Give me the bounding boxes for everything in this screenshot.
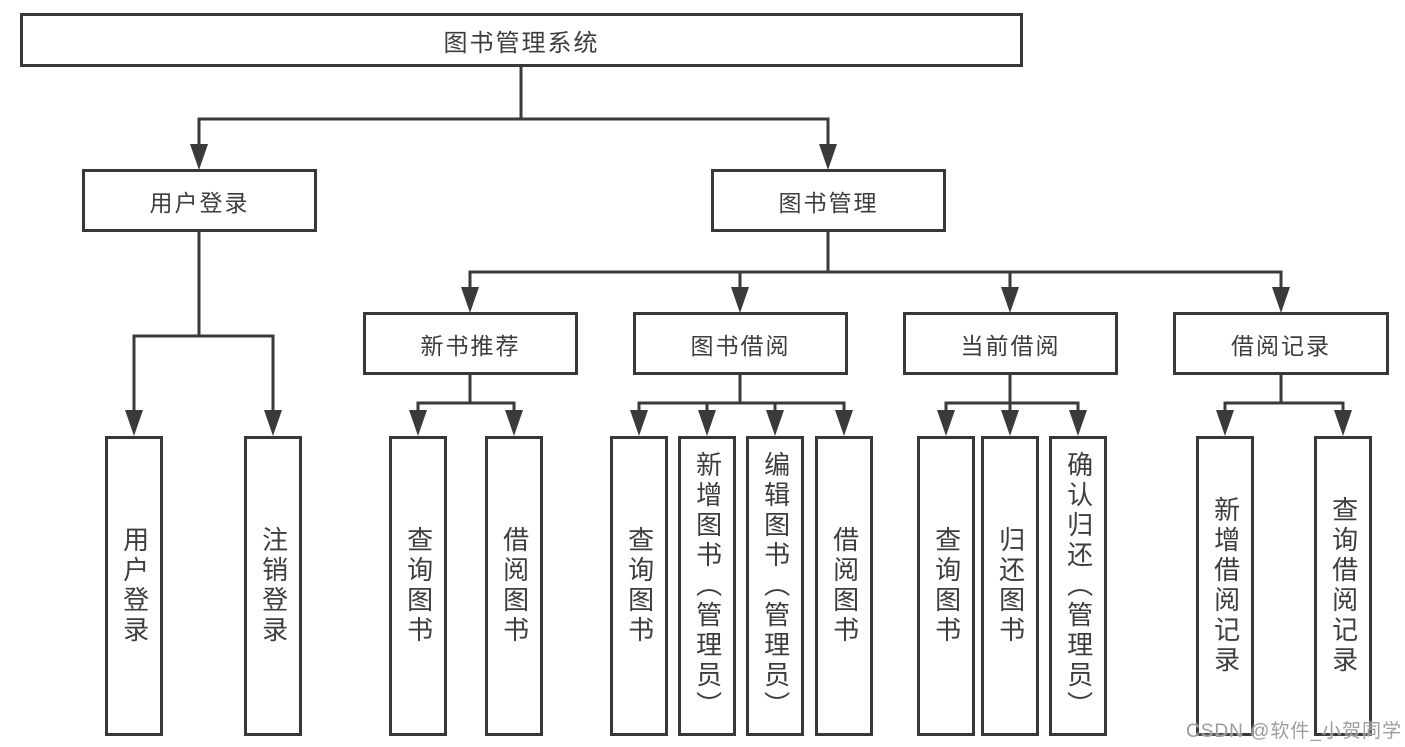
leaf-newbook-borrow-label: 借阅图书	[499, 526, 530, 646]
node-borrow-records-label: 借阅记录	[1231, 332, 1331, 359]
edges-root-children	[190, 62, 837, 170]
leaf-borrow-query: 查询图书	[610, 436, 668, 736]
edges-current-borrow-children	[937, 372, 1087, 436]
leaf-user-login-label: 用户登录	[119, 526, 150, 646]
node-book-borrow: 图书借阅	[633, 312, 848, 375]
leaf-user-login: 用户登录	[105, 436, 163, 736]
node-root: 图书管理系统	[20, 13, 1023, 67]
leaf-borrow-edit: 编辑图书（管理员）	[746, 436, 804, 736]
node-user-login: 用户登录	[82, 169, 317, 232]
edges-new-book-rec-children	[409, 372, 523, 436]
leaf-current-confirm: 确认归还（管理员）	[1049, 436, 1107, 736]
leaf-records-query: 查询借阅记录	[1314, 436, 1372, 736]
leaf-borrow-query-label: 查询图书	[624, 526, 655, 646]
edges-borrow-records-children	[1216, 372, 1352, 436]
node-new-book-rec-label: 新书推荐	[420, 332, 521, 359]
node-book-mgmt-label: 图书管理	[778, 189, 879, 216]
watermark: CSDN @软件_小贺同学	[1186, 721, 1402, 742]
leaf-current-return: 归还图书	[981, 436, 1039, 736]
leaf-records-add: 新增借阅记录	[1196, 436, 1254, 736]
leaf-borrow-add: 新增图书（管理员）	[678, 436, 736, 736]
leaf-newbook-borrow: 借阅图书	[485, 436, 543, 736]
leaf-borrow-add-label: 新增图书（管理员）	[692, 451, 723, 721]
leaf-newbook-query: 查询图书	[389, 436, 447, 736]
node-new-book-rec: 新书推荐	[363, 312, 578, 375]
leaf-records-add-label: 新增借阅记录	[1210, 496, 1241, 676]
node-book-mgmt: 图书管理	[711, 169, 946, 232]
node-current-borrow: 当前借阅	[903, 312, 1118, 375]
leaf-logout: 注销登录	[244, 436, 302, 736]
node-user-login-label: 用户登录	[149, 189, 250, 216]
node-root-label: 图书管理系统	[443, 29, 600, 57]
leaf-current-confirm-label: 确认归还（管理员）	[1063, 451, 1094, 721]
leaf-newbook-query-label: 查询图书	[403, 526, 434, 646]
leaf-current-query-label: 查询图书	[931, 526, 962, 646]
edges-book-borrow-children	[630, 372, 853, 436]
edges-user-login-children	[125, 229, 282, 436]
node-borrow-records: 借阅记录	[1173, 312, 1389, 375]
leaf-borrow-borrow-label: 借阅图书	[829, 526, 860, 646]
leaf-logout-label: 注销登录	[258, 526, 289, 646]
leaf-records-query-label: 查询借阅记录	[1328, 496, 1359, 676]
leaf-borrow-borrow: 借阅图书	[815, 436, 873, 736]
node-book-borrow-label: 图书借阅	[690, 332, 791, 359]
edges-book-mgmt-children	[461, 228, 1290, 313]
leaf-current-query: 查询图书	[917, 436, 975, 736]
leaf-borrow-edit-label: 编辑图书（管理员）	[760, 451, 791, 721]
leaf-current-return-label: 归还图书	[995, 526, 1026, 646]
node-current-borrow-label: 当前借阅	[960, 332, 1061, 359]
